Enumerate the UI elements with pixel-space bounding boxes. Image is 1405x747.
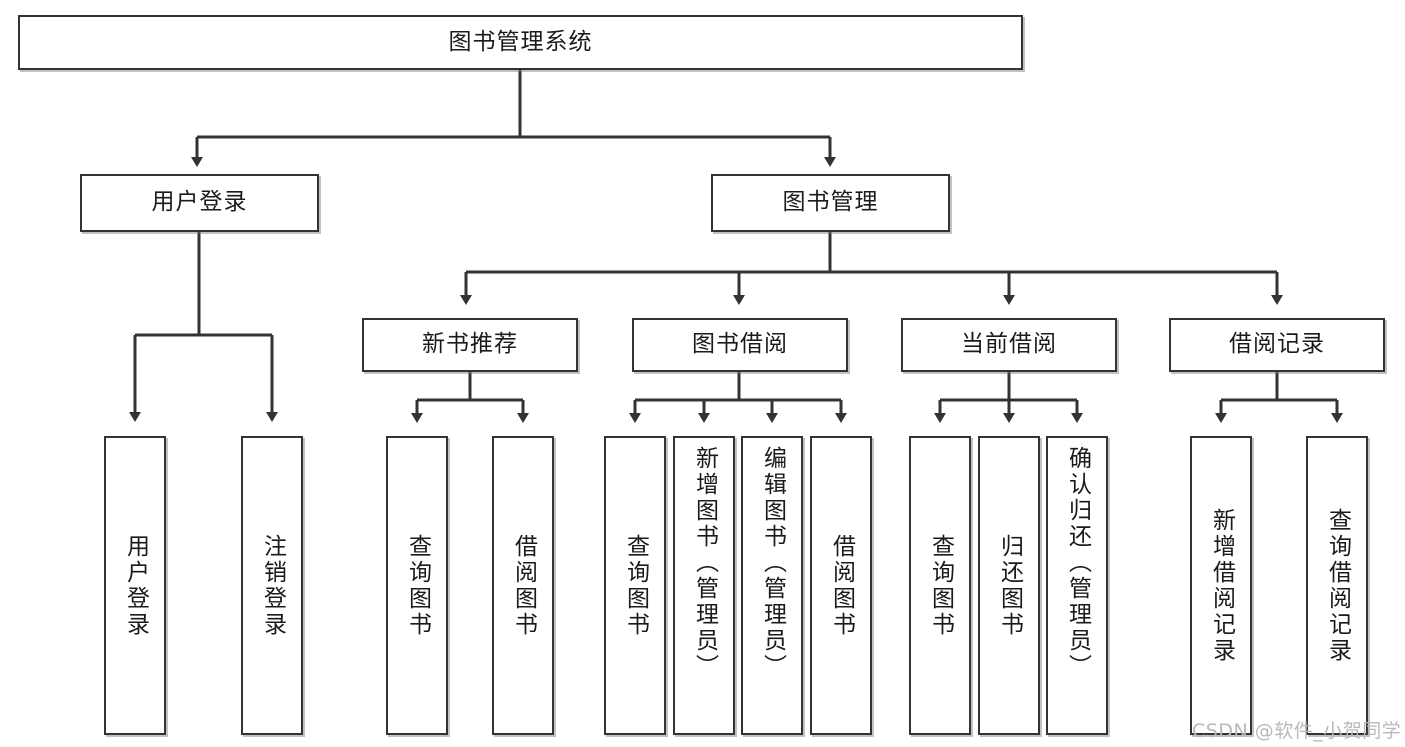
node-book-borrow-label: 图书借阅: [692, 331, 788, 358]
node-leaf-query-book-3[interactable]: 查询图书: [909, 436, 971, 735]
node-leaf-query-book-3-label: 查询图书: [927, 533, 954, 638]
node-user-login-label: 用户登录: [151, 189, 248, 216]
node-leaf-borrow-book-2[interactable]: 借阅图书: [810, 436, 872, 735]
node-leaf-add-record[interactable]: 新增借阅记录: [1190, 436, 1252, 735]
node-leaf-borrow-book-2-label: 借阅图书: [828, 533, 855, 638]
node-root-label: 图书管理系统: [448, 28, 593, 55]
node-book-borrow[interactable]: 图书借阅: [632, 318, 848, 372]
node-new-book-rec-label: 新书推荐: [422, 331, 518, 358]
node-leaf-query-book-2[interactable]: 查询图书: [604, 436, 666, 735]
node-leaf-add-book-label: 新增图书（管理员）: [691, 446, 718, 680]
node-leaf-logout[interactable]: 注销登录: [241, 436, 303, 735]
node-leaf-query-book-2-label: 查询图书: [622, 533, 649, 638]
node-leaf-query-book-1[interactable]: 查询图书: [386, 436, 448, 735]
node-leaf-query-record[interactable]: 查询借阅记录: [1306, 436, 1368, 735]
node-leaf-logout-label: 注销登录: [259, 533, 286, 638]
node-current-borrow[interactable]: 当前借阅: [901, 318, 1117, 372]
node-leaf-edit-book-label: 编辑图书（管理员）: [759, 446, 786, 680]
node-leaf-borrow-book-1-label: 借阅图书: [510, 533, 537, 638]
node-leaf-edit-book[interactable]: 编辑图书（管理员）: [741, 436, 803, 735]
node-leaf-user-login-label: 用户登录: [122, 533, 149, 638]
node-leaf-borrow-book-1[interactable]: 借阅图书: [492, 436, 554, 735]
node-leaf-query-book-1-label: 查询图书: [404, 533, 431, 638]
node-leaf-return-book[interactable]: 归还图书: [978, 436, 1040, 735]
node-user-login[interactable]: 用户登录: [80, 174, 319, 232]
node-leaf-confirm-return-label: 确认归还（管理员）: [1064, 446, 1091, 680]
node-borrow-record-label: 借阅记录: [1229, 331, 1325, 358]
node-root[interactable]: 图书管理系统: [18, 15, 1023, 70]
node-leaf-add-record-label: 新增借阅记录: [1208, 507, 1235, 664]
node-book-manage[interactable]: 图书管理: [711, 174, 950, 232]
node-leaf-confirm-return[interactable]: 确认归还（管理员）: [1046, 436, 1108, 735]
node-leaf-user-login[interactable]: 用户登录: [104, 436, 166, 735]
node-leaf-query-record-label: 查询借阅记录: [1324, 507, 1351, 664]
node-borrow-record[interactable]: 借阅记录: [1169, 318, 1385, 372]
node-book-manage-label: 图书管理: [782, 189, 879, 216]
node-new-book-rec[interactable]: 新书推荐: [362, 318, 578, 372]
node-current-borrow-label: 当前借阅: [961, 331, 1057, 358]
csdn-watermark: CSDN @软件_小贺同学: [1192, 720, 1402, 742]
node-leaf-add-book[interactable]: 新增图书（管理员）: [673, 436, 735, 735]
node-leaf-return-book-label: 归还图书: [996, 533, 1023, 638]
